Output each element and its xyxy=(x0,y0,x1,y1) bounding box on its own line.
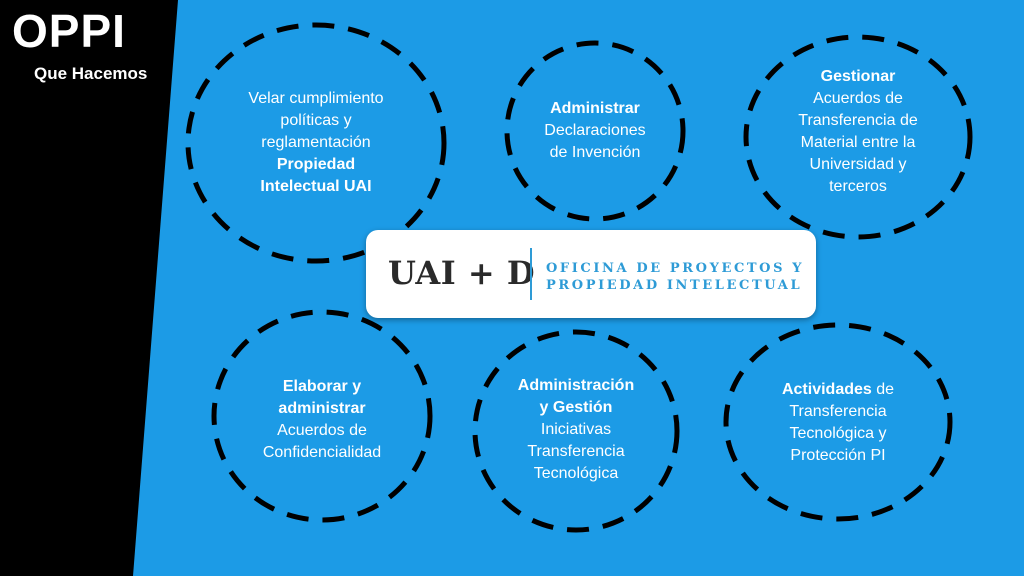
circle-text-segment: de xyxy=(871,381,895,398)
circle-text: Velar cumplimiento políticas y reglamentac… xyxy=(216,88,416,198)
logo-subtitle: OFICINA DE PROYECTOS Y PROPIEDAD INTELEC… xyxy=(546,260,804,294)
page-title: OPPI xyxy=(12,5,126,57)
circle-text-line: administrar xyxy=(278,400,366,417)
circle-text-line: Velar cumplimiento xyxy=(248,90,384,107)
logo-divider xyxy=(530,248,532,300)
circle-text-line: Protección PI xyxy=(790,447,886,464)
circle-text-line: Elaborar y xyxy=(282,378,362,395)
circle-text-line: Intelectual UAI xyxy=(260,178,372,195)
page-subtitle: Que Hacemos xyxy=(34,64,148,83)
circle-text-line: Iniciativas xyxy=(540,421,612,438)
circle-outline-4 xyxy=(211,309,433,523)
circle-text-line: de Invención xyxy=(549,144,641,161)
logo-box: UAI + D OFICINA DE PROYECTOS Y PROPIEDAD… xyxy=(366,230,816,318)
circle-text-line: Transferencia xyxy=(789,403,887,420)
circle-text-line: Acuerdos de xyxy=(813,90,903,107)
circle-text-line: Propiedad xyxy=(276,156,356,173)
circle-text-line: Universidad y xyxy=(809,156,907,173)
circle-text-line: Material entre la xyxy=(800,134,916,151)
circle-outline-1 xyxy=(185,22,447,264)
circle-outline-6 xyxy=(723,322,953,522)
circle-outline-2 xyxy=(504,40,686,222)
circle-text-line: Administración xyxy=(517,377,635,394)
circle-text-line: Tecnológica y xyxy=(789,425,887,442)
circle-text-line: Transferencia xyxy=(527,443,625,460)
circle-text-line: terceros xyxy=(829,178,887,195)
circle-text-line: políticas y xyxy=(280,112,352,129)
circle-outline-3 xyxy=(743,34,973,240)
circle-text-line: Actividades de xyxy=(748,379,928,401)
circle-outline-5 xyxy=(472,329,680,533)
circle-text-line: Administrar xyxy=(550,100,640,117)
circle-text-line: Confidencialidad xyxy=(262,444,382,461)
circle-text-line: Gestionar xyxy=(820,68,896,85)
circle-text-line: Acuerdos de xyxy=(277,422,367,439)
circle-text-segment: Actividades xyxy=(781,381,872,398)
circle-text-line: Declaraciones xyxy=(544,122,646,139)
logo-subtitle-line2: PROPIEDAD INTELECTUAL xyxy=(546,278,803,293)
circle-text-line: Transferencia de xyxy=(798,112,918,129)
circle-text-line: reglamentación xyxy=(261,134,371,151)
circle-text-line: y Gestión xyxy=(539,399,613,416)
logo-subtitle-line1: OFICINA DE PROYECTOS Y xyxy=(546,261,805,276)
logo-main-text: UAI + D xyxy=(388,254,536,292)
circle-text-line: Tecnológica xyxy=(533,465,619,482)
